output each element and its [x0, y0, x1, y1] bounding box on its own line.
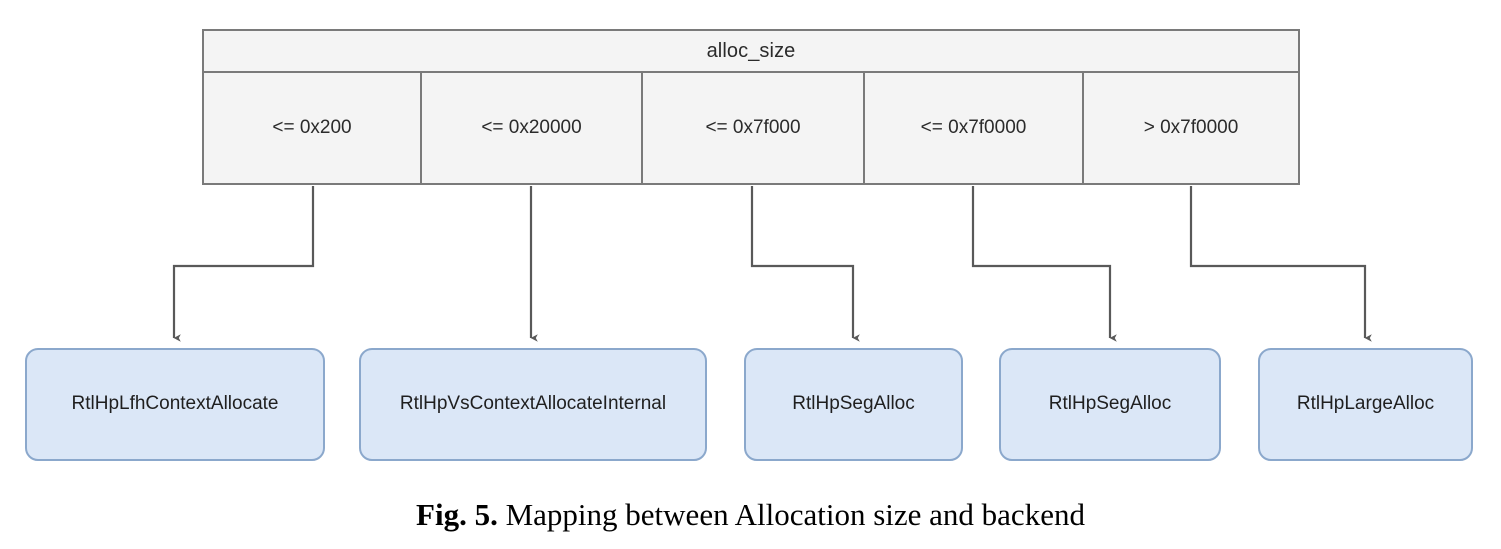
backend-box-rtlhpsegalloc-2[interactable]: RtlHpSegAlloc	[999, 348, 1221, 461]
connector-5	[1189, 186, 1372, 342]
connector-1	[172, 186, 315, 342]
condition-cell-1: <= 0x200	[204, 73, 422, 183]
figure-caption-text: Mapping between Allocation size and back…	[505, 497, 1085, 532]
table-header-row: alloc_size	[204, 31, 1298, 73]
backend-label-4: RtlHpSegAlloc	[1048, 393, 1172, 415]
condition-label-2: <= 0x20000	[481, 117, 582, 138]
alloc-size-header-label: alloc_size	[706, 39, 796, 62]
figure-caption-spacer	[498, 497, 506, 532]
backend-label-1: RtlHpLfhContextAllocate	[71, 393, 279, 415]
condition-cell-2: <= 0x20000	[422, 73, 643, 183]
backend-label-3: RtlHpSegAlloc	[792, 393, 915, 415]
condition-cell-3: <= 0x7f000	[643, 73, 865, 183]
backend-label-5: RtlHpLargeAlloc	[1296, 393, 1435, 415]
alloc-size-decision-table: alloc_size <= 0x200 <= 0x20000 <= 0x7f00…	[202, 29, 1300, 185]
figure-caption-label: Fig. 5.	[416, 497, 498, 532]
connector-3	[750, 186, 860, 342]
table-condition-row: <= 0x200 <= 0x20000 <= 0x7f000 <= 0x7f00…	[204, 73, 1298, 183]
condition-cell-5: > 0x7f0000	[1084, 73, 1298, 183]
figure-caption: Fig. 5. Mapping between Allocation size …	[0, 497, 1501, 533]
condition-cell-4: <= 0x7f0000	[865, 73, 1084, 183]
condition-label-1: <= 0x200	[272, 117, 352, 138]
backend-box-rtlhplargealloc[interactable]: RtlHpLargeAlloc	[1258, 348, 1473, 461]
backend-box-rtlhpsegalloc-1[interactable]: RtlHpSegAlloc	[744, 348, 963, 461]
condition-label-3: <= 0x7f000	[705, 117, 801, 138]
backend-label-2: RtlHpVsContextAllocateInternal	[399, 393, 667, 415]
condition-label-4: <= 0x7f0000	[920, 117, 1027, 138]
backend-box-rtlhpvscontextallocateinternal[interactable]: RtlHpVsContextAllocateInternal	[359, 348, 707, 461]
connector-4	[971, 186, 1117, 342]
condition-label-5: > 0x7f0000	[1143, 117, 1239, 138]
backend-box-rtlhplfhcontextallocate[interactable]: RtlHpLfhContextAllocate	[25, 348, 325, 461]
